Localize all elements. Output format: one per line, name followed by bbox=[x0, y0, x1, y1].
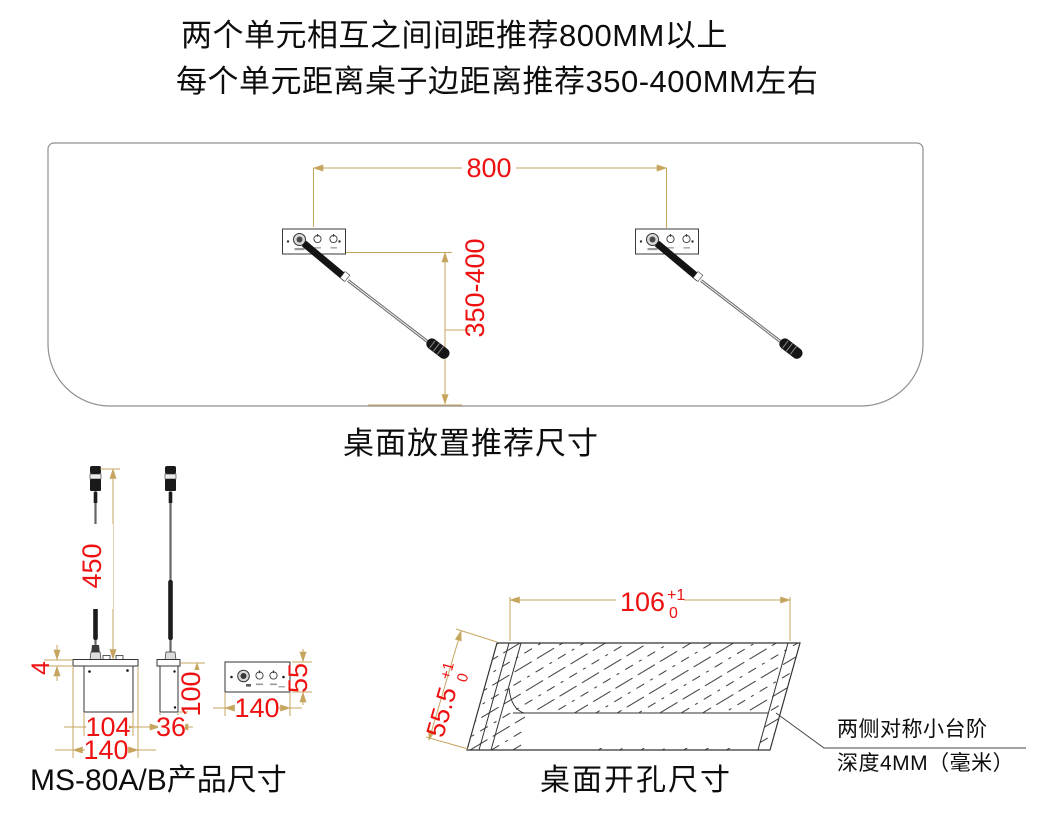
cutout-note-leader bbox=[775, 712, 1026, 749]
dim-55-label-bg bbox=[294, 663, 316, 691]
dim-100-label-bg bbox=[188, 670, 211, 718]
title-line-2: 每个单元距离桌子边距离推荐350-400MM左右 bbox=[176, 64, 819, 99]
dim-36-label-bg bbox=[158, 715, 185, 739]
cutout-drawing bbox=[466, 642, 801, 751]
dim-55-5 bbox=[425, 628, 498, 750]
product-panel-view bbox=[224, 661, 291, 693]
cutout-note-line-1: 两侧对称小台阶 bbox=[837, 718, 988, 741]
dim-350-400 bbox=[346, 251, 470, 406]
dim-450-label: 450 bbox=[77, 543, 107, 588]
dim-100-label: 100 bbox=[176, 671, 206, 716]
cutout-note-line-2: 深度4MM（毫米） bbox=[837, 752, 1015, 775]
dim-4-label: 4 bbox=[27, 661, 55, 675]
dim-450-label-bg bbox=[88, 524, 113, 609]
title-line-1: 两个单元相互之间间距推荐800MM以上 bbox=[181, 18, 728, 53]
dim-800-label: 800 bbox=[466, 153, 511, 183]
dim-36-label: 36 bbox=[156, 712, 186, 742]
dim-106-label-bg bbox=[616, 585, 684, 615]
dim-140-front-label-bg bbox=[85, 738, 128, 762]
product-caption: MS-80A/B产品尺寸 bbox=[30, 764, 287, 797]
placement-caption: 桌面放置推荐尺寸 bbox=[343, 426, 599, 461]
dim-55-5-label: 55.5+10 bbox=[420, 660, 474, 742]
table-top-view bbox=[47, 142, 924, 407]
product-side-view bbox=[156, 466, 181, 713]
dim-55-label: 55 bbox=[283, 663, 313, 693]
dim-350-400-label: 350-400 bbox=[460, 238, 490, 337]
dim-800-label-bg bbox=[462, 154, 516, 180]
dim-104-label-bg bbox=[86, 715, 129, 739]
dim-140-panel-label-bg bbox=[235, 696, 279, 720]
cutout-caption: 桌面开孔尺寸 bbox=[540, 764, 732, 797]
dim-140-panel-label: 140 bbox=[234, 693, 279, 723]
dim-104-label: 104 bbox=[85, 712, 130, 742]
dim-55 bbox=[292, 649, 312, 705]
dim-140-front-label: 140 bbox=[83, 735, 128, 765]
dim-4 bbox=[44, 645, 73, 681]
